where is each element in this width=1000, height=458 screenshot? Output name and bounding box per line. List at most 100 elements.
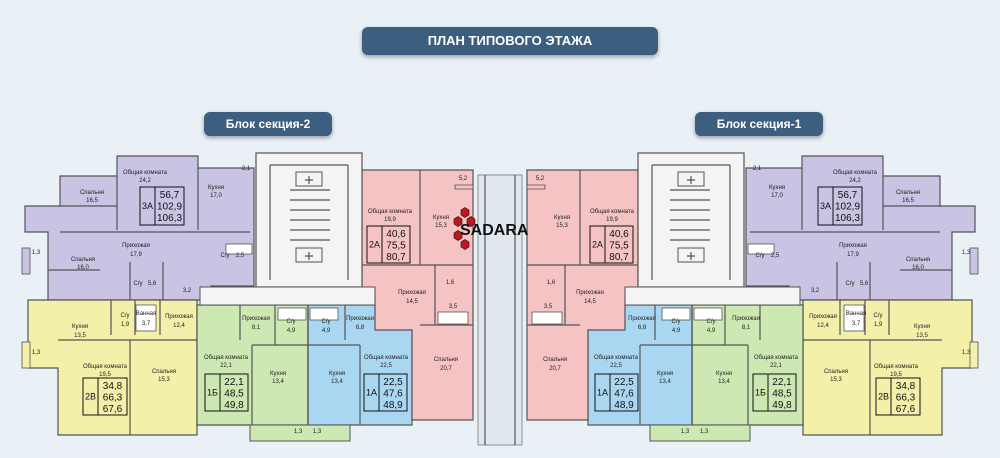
apartment-area-value: 48,9 (614, 400, 634, 411)
room-label: Кухня (657, 371, 673, 377)
elevator-right-1 (677, 171, 705, 187)
room-label: 5,6 (148, 281, 157, 287)
room-label: Кухня (270, 371, 286, 377)
room-label: Спальня (152, 369, 176, 375)
room-label: Кухня (769, 185, 785, 191)
room-label: Прихожая (398, 290, 426, 296)
apartment-area-value: 40,6 (386, 229, 406, 240)
room-label: Прихожая (242, 316, 270, 322)
room-label: С/у (134, 281, 143, 287)
area-box-frame (752, 373, 797, 412)
apartment-area-value: 102,9 (835, 202, 860, 213)
apartment-type-code: 1Б (755, 388, 766, 398)
room-label: С/у (287, 319, 296, 325)
room-label: Прихожая (346, 316, 374, 322)
bathtub-right-1a (661, 307, 691, 321)
area-box-frame (204, 373, 249, 412)
room-label: 8,1 (742, 325, 751, 331)
room-label: Спальня (824, 369, 848, 375)
room-label: С/у (221, 253, 230, 259)
bathtub-right-3a (747, 243, 775, 255)
room-label: 1,3 (700, 429, 709, 435)
room-label: Спальня (71, 257, 95, 263)
room-label: 1,3 (962, 350, 971, 356)
room-label: Кухня (72, 324, 88, 330)
elevator-left-1 (295, 171, 323, 187)
area-box-frame (363, 373, 408, 412)
room-label: Прихожая (628, 316, 656, 322)
room-label: 17,0 (210, 193, 222, 199)
room-label: 1,3 (32, 350, 41, 356)
elevator-left-2 (295, 247, 323, 263)
right-block (526, 152, 979, 442)
apartment-area-value: 66,3 (896, 393, 916, 404)
room-label: 5,2 (459, 176, 468, 182)
apartment-area-value: 66,3 (103, 393, 123, 404)
room-label: 1,3 (962, 250, 971, 256)
room-label: 1,6 (446, 280, 455, 286)
room-label: 14,5 (406, 299, 418, 305)
room-label: 5,6 (860, 281, 869, 287)
room-label: 16,5 (902, 198, 914, 204)
bathtub-right-2b (843, 304, 865, 332)
room-label: С/у (672, 319, 681, 325)
room-label: 22,1 (220, 363, 232, 369)
room-label: 1,9 (874, 322, 883, 328)
room-label: Прихожая (165, 314, 193, 320)
apartment-type-code: 3А (820, 201, 831, 211)
apartment-type-code: 2А (369, 240, 380, 250)
apartment-area-value: 34,8 (103, 381, 123, 392)
apartment-area-value: 106,3 (835, 213, 860, 224)
room-label: Прихожая (732, 316, 760, 322)
room-label: 16,0 (77, 265, 89, 271)
room-label: 1,6 (547, 280, 556, 286)
room-label: Общая комната (590, 209, 635, 215)
corridor-right (624, 286, 801, 306)
apartment-area-value: 22,5 (614, 377, 634, 388)
room-label: 3,2 (811, 288, 820, 294)
apartment-type-code: 1А (366, 388, 377, 398)
room-label: 24,2 (139, 178, 151, 184)
room-label: С/у (874, 313, 883, 319)
room-label: Прихожая (839, 243, 867, 249)
apartment-type-code: 3А (142, 201, 153, 211)
room-label: Общая комната (204, 355, 249, 361)
room-label: 1,3 (294, 429, 303, 435)
room-label: 12,4 (817, 323, 829, 329)
section-2-label: Блок секция-2 (204, 112, 332, 136)
room-label: 8,1 (252, 325, 261, 331)
area-box-frame (82, 377, 128, 416)
room-label: 2,1 (242, 166, 251, 172)
room-label: 1,3 (313, 429, 322, 435)
room-label: 2,1 (753, 166, 762, 172)
balcony-left-bottom (249, 424, 351, 442)
room-label: Общая комната (833, 170, 878, 176)
apartment-area-value: 56,7 (838, 190, 858, 201)
room-label: Общая комната (594, 355, 639, 361)
room-label: 2,5 (771, 253, 780, 259)
area-box-frame (875, 377, 921, 416)
room-label: 17,9 (847, 252, 859, 258)
room-label: 19,5 (890, 372, 902, 378)
room-label: Общая комната (754, 355, 799, 361)
room-label: 13,4 (272, 379, 284, 385)
room-label: 3,5 (544, 304, 553, 310)
room-label: Кухня (208, 185, 224, 191)
room-label: Кухня (433, 215, 449, 221)
room-label: Прихожая (122, 243, 150, 249)
balcony-left-west2 (21, 341, 31, 369)
elevator-right-2 (677, 247, 705, 263)
room-label: 17,9 (130, 252, 142, 258)
room-label: Ванная (846, 311, 867, 317)
room-label: Спальня (906, 257, 930, 263)
room-label: 15,3 (158, 377, 170, 383)
room-label: 4,9 (287, 328, 296, 334)
apartment-area-value: 75,5 (609, 241, 629, 252)
balcony-left-west (21, 247, 31, 275)
